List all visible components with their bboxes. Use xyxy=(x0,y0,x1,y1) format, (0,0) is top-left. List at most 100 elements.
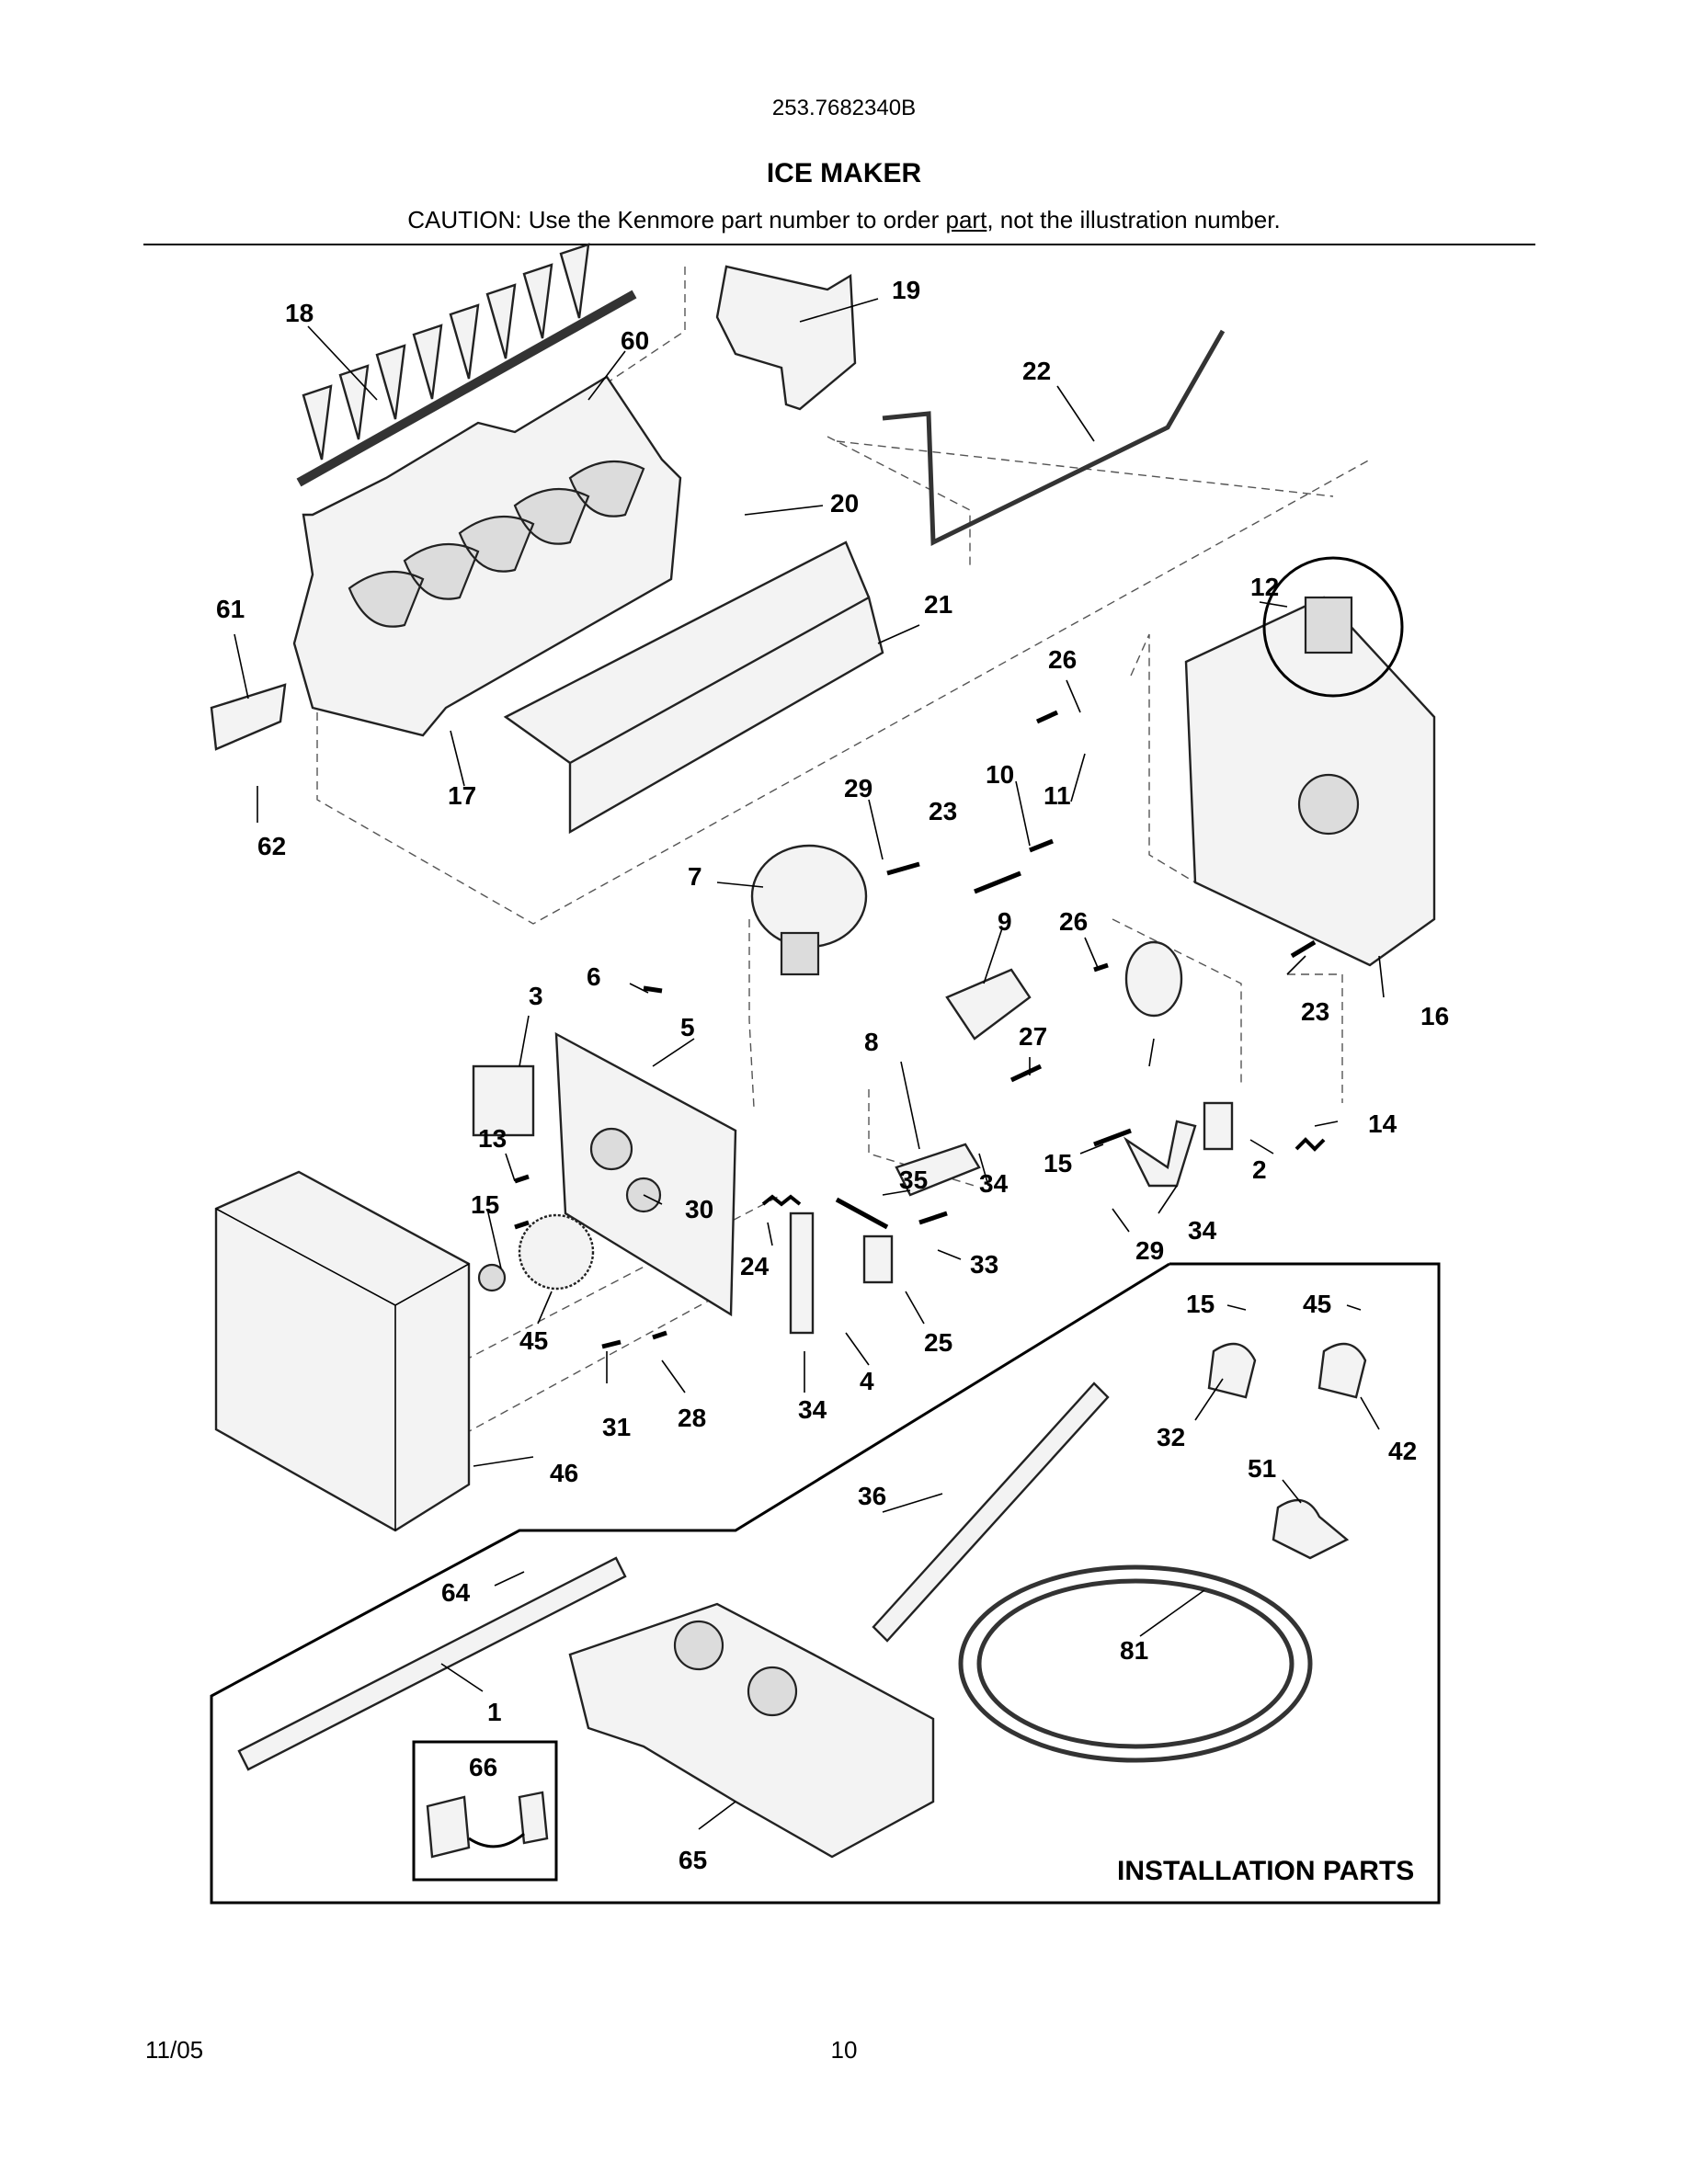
shroud-shape xyxy=(715,265,857,411)
stripper-shape xyxy=(503,540,884,835)
callout-8: 8 xyxy=(864,1028,879,1056)
water-valve-shape xyxy=(568,1602,935,1859)
callout-18: 18 xyxy=(285,299,314,327)
callout-32: 34 xyxy=(798,1395,827,1424)
housing-port xyxy=(1297,773,1360,836)
switch-15-lower-shape xyxy=(862,1234,894,1284)
callout-33: 24 xyxy=(740,1252,770,1280)
callout-24: 34 xyxy=(1188,1216,1217,1245)
connector-shape xyxy=(1304,596,1353,654)
callout-81: 64 xyxy=(441,1578,471,1607)
callout-19: 19 xyxy=(892,276,920,304)
harness-wire xyxy=(468,1832,525,1848)
plate-hole-upper xyxy=(589,1127,633,1171)
callout-45-right: 45 xyxy=(1303,1290,1331,1318)
valve-solenoid-right xyxy=(747,1666,798,1717)
page-number: 10 xyxy=(830,2036,858,2064)
clamp-64-shape xyxy=(1272,1498,1350,1560)
callout-5: 5 xyxy=(680,1013,695,1041)
callout-55: 65 xyxy=(679,1846,707,1874)
callout-45-left: 15 xyxy=(1186,1290,1215,1318)
callout-23-lower: 23 xyxy=(1301,997,1329,1026)
caution-text-end: , not the illustration number. xyxy=(987,206,1281,233)
fill-cup-tube-shape xyxy=(237,1556,627,1771)
clamp-42-shape xyxy=(1207,1342,1257,1399)
callout-28: 31 xyxy=(602,1413,631,1441)
callout-51: 36 xyxy=(858,1482,886,1510)
caution-underlined-word: part xyxy=(945,206,987,233)
insulation-shape xyxy=(472,1064,535,1137)
heater-clip-shape xyxy=(1124,940,1183,1018)
callout-23-upper: 23 xyxy=(929,797,957,825)
callout-11: 11 xyxy=(1044,781,1071,810)
valve-solenoid-left xyxy=(673,1620,724,1671)
callout-9: 9 xyxy=(998,907,1012,936)
callout-1: 81 xyxy=(1120,1636,1148,1665)
installation-parts-label: INSTALLATION PARTS xyxy=(1117,1856,1414,1886)
installation-parts-frame xyxy=(210,1262,1441,1905)
callout-15-right: 2 xyxy=(1252,1155,1267,1184)
bracket-61-shape xyxy=(210,683,287,751)
callout-30: 35 xyxy=(899,1166,928,1194)
callout-34-upper: 13 xyxy=(478,1124,507,1153)
callout-35: 15 xyxy=(471,1190,499,1219)
callout-4: 45 xyxy=(519,1326,548,1355)
callout-6: 6 xyxy=(587,962,601,991)
callout-36: 46 xyxy=(550,1459,578,1487)
callout-21: 21 xyxy=(924,590,952,619)
timing-gear-shape xyxy=(518,1213,595,1291)
callout-26-upper: 26 xyxy=(1048,645,1077,674)
callout-20: 20 xyxy=(830,489,859,518)
spring-2-shape xyxy=(1295,1137,1326,1152)
ejector-shaft-shape xyxy=(296,243,637,487)
harness-connectors xyxy=(426,1791,549,1859)
lever-shape xyxy=(1123,1120,1197,1188)
callout-65: 66 xyxy=(469,1753,497,1781)
callout-15-mid: 34 xyxy=(979,1169,1009,1198)
callout-27: 27 xyxy=(1019,1022,1047,1051)
control-cover-shape xyxy=(214,1170,471,1532)
callout-66: 1 xyxy=(487,1698,502,1726)
caution-note: CAUTION: Use the Kenmore part number to … xyxy=(0,206,1688,234)
callout-31: 4 xyxy=(860,1367,874,1395)
callout-26-lower: 26 xyxy=(1059,907,1088,936)
clamp-46-shape xyxy=(1317,1342,1367,1399)
motor-gear-shape xyxy=(780,931,820,976)
callout-2: 14 xyxy=(1368,1109,1397,1138)
callout-34-lower: 28 xyxy=(678,1404,706,1432)
callout-61: 61 xyxy=(216,595,245,623)
water-line-coil xyxy=(958,1564,1313,1763)
spring-33-shape xyxy=(761,1194,802,1207)
harness-inset-box xyxy=(412,1740,558,1882)
callout-60: 60 xyxy=(621,326,649,355)
leader-lines xyxy=(234,298,1385,1830)
thermostat-shape xyxy=(945,968,1032,1041)
control-cover-edges xyxy=(215,1208,470,1530)
callout-14: 15 xyxy=(1044,1149,1072,1177)
fill-tube-shape xyxy=(872,1382,1110,1643)
callout-29-lower: 33 xyxy=(970,1250,998,1279)
motor-shape xyxy=(750,844,868,949)
shutoff-arm-shape xyxy=(882,329,1226,546)
model-number: 253.7682340B xyxy=(771,96,917,120)
callout-25: 29 xyxy=(1135,1236,1164,1265)
switch-8-shape xyxy=(895,1143,981,1197)
connector-callout-circle xyxy=(1262,556,1404,698)
water-line-coil-inner xyxy=(976,1578,1295,1749)
callout-46: 42 xyxy=(1388,1437,1417,1465)
revision-date: 11/05 xyxy=(145,2036,204,2064)
callout-12: 12 xyxy=(1250,573,1279,601)
cam-shape xyxy=(477,1263,507,1292)
callout-3: 3 xyxy=(529,982,543,1010)
callout-10: 10 xyxy=(986,760,1014,789)
bracket-32-shape xyxy=(789,1211,815,1335)
callout-labels: 18 60 19 22 20 61 21 12 26 17 62 29 10 1… xyxy=(216,276,1449,1874)
callout-64: 51 xyxy=(1248,1454,1276,1483)
header-rule xyxy=(143,244,1535,245)
callout-15-lower: 25 xyxy=(924,1328,952,1357)
callout-16: 16 xyxy=(1420,1002,1449,1030)
callout-62: 62 xyxy=(257,832,286,860)
callout-7: 7 xyxy=(688,862,702,891)
ice-mold-cavities xyxy=(348,460,645,628)
